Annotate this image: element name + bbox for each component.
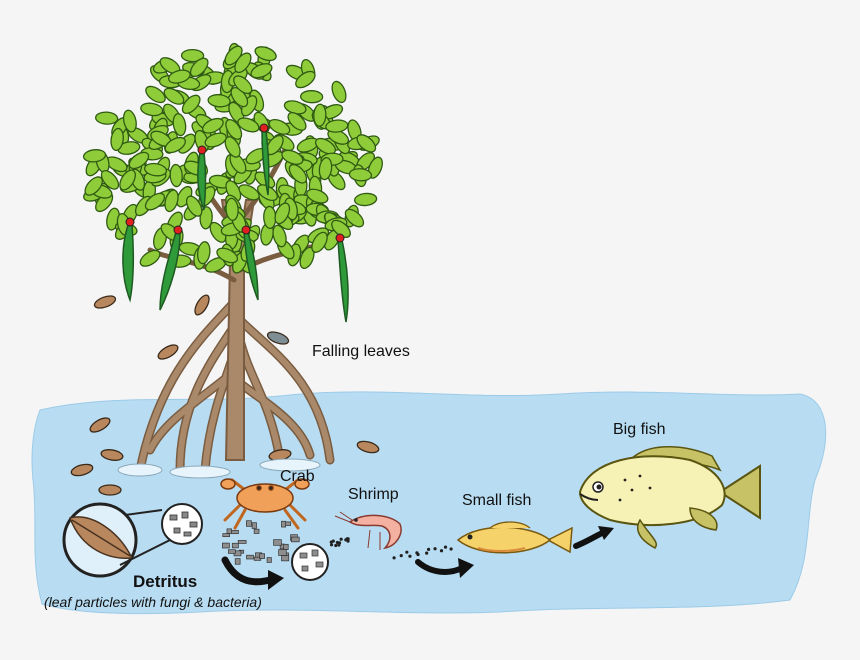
trail-dot: [334, 544, 337, 547]
particle: [246, 521, 251, 527]
particle: [279, 550, 287, 556]
leaf: [140, 102, 164, 117]
trail-dot: [332, 540, 335, 543]
particle: [228, 550, 235, 554]
leaf: [263, 206, 276, 228]
leaf: [99, 485, 121, 495]
leaf: [170, 164, 183, 187]
leaf: [95, 111, 118, 124]
leaf: [192, 293, 212, 317]
particle: [232, 543, 238, 548]
leaf: [354, 192, 377, 206]
label-detritus: Detritus: [133, 572, 197, 592]
particle: [291, 537, 299, 542]
particle: [222, 543, 229, 548]
leaf: [300, 90, 322, 103]
trail-dot: [440, 549, 443, 552]
particle: [254, 529, 259, 533]
particle: [235, 559, 240, 565]
trail-dot: [427, 548, 430, 551]
label-big-fish: Big fish: [613, 421, 665, 439]
particle: [227, 529, 232, 534]
trail-dot: [405, 551, 408, 554]
trail-dot: [338, 541, 341, 544]
trail-dot: [449, 547, 452, 550]
trail-dot: [425, 552, 428, 555]
leaf: [253, 44, 278, 63]
particle: [284, 544, 289, 549]
particle: [238, 540, 246, 543]
leaf: [93, 294, 117, 311]
trail-dot: [416, 553, 419, 556]
leaf: [329, 80, 348, 105]
particle: [223, 534, 230, 537]
trail-dot: [444, 546, 447, 549]
trail-dot: [340, 538, 343, 541]
particle: [282, 556, 289, 561]
trail-dot: [330, 543, 333, 546]
label-small-fish: Small fish: [462, 492, 531, 510]
trail-dot: [408, 555, 411, 558]
particle: [232, 530, 239, 533]
leaf: [196, 241, 211, 264]
particle: [281, 521, 285, 527]
trail-dot: [346, 539, 349, 542]
trail-dot: [433, 547, 436, 550]
particle: [252, 523, 256, 529]
label-detritus-note: (leaf particles with fungi & bacteria): [44, 594, 262, 610]
particle: [267, 558, 271, 563]
trail-dot: [392, 556, 395, 559]
particle: [260, 554, 265, 559]
label-crab: Crab: [280, 468, 315, 486]
trail-dot: [400, 554, 403, 557]
particle: [247, 555, 254, 559]
particle-cluster: [292, 544, 328, 580]
label-shrimp: Shrimp: [348, 486, 399, 504]
leaf: [156, 342, 180, 362]
leaf: [313, 104, 326, 127]
leaf: [161, 85, 186, 107]
particle: [274, 540, 282, 546]
label-falling-leaves: Falling leaves: [312, 343, 410, 361]
